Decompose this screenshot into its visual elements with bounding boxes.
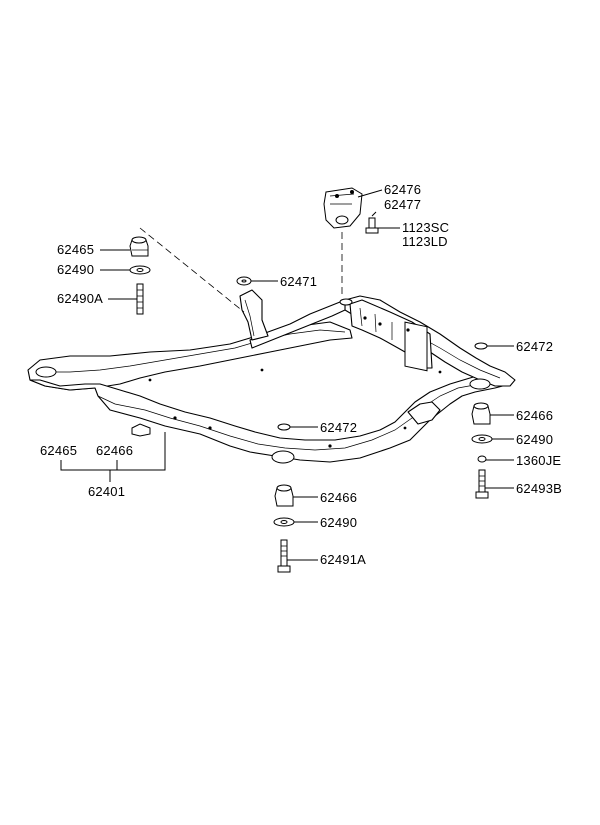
label-1123ld: 1123LD (402, 234, 448, 249)
label-62476: 62476 (384, 182, 422, 197)
label-62490a: 62490A (57, 291, 104, 306)
label-62465-group: 62465 (40, 443, 78, 458)
label-62471: 62471 (280, 274, 318, 289)
label-1123sc: 1123SC (402, 220, 450, 235)
label-62466-group: 62466 (96, 443, 134, 458)
label-1360je: 1360JE (516, 453, 562, 468)
label-62490-left: 62490 (57, 262, 95, 277)
label-62401: 62401 (88, 484, 126, 499)
label-62490-bottom: 62490 (320, 515, 358, 530)
left-mount-stack (129, 236, 151, 315)
label-62477: 62477 (384, 197, 422, 212)
right-mount-stack (471, 342, 493, 499)
label-62491a: 62491A (320, 552, 367, 567)
bolt-1123sc (365, 217, 379, 234)
label-62490-right: 62490 (516, 432, 554, 447)
washer-62471 (236, 276, 252, 286)
label-62466-bottom: 62466 (320, 490, 358, 505)
label-62466-right: 62466 (516, 408, 554, 423)
assembly-guide-lines (139, 227, 343, 313)
label-62493b: 62493B (516, 481, 563, 496)
crossmember-frame (27, 289, 516, 464)
label-62472-center: 62472 (320, 420, 358, 435)
leader-lines (60, 189, 514, 561)
label-62472-right: 62472 (516, 339, 554, 354)
mount-bracket-62476 (323, 187, 363, 229)
label-62465-top: 62465 (57, 242, 95, 257)
